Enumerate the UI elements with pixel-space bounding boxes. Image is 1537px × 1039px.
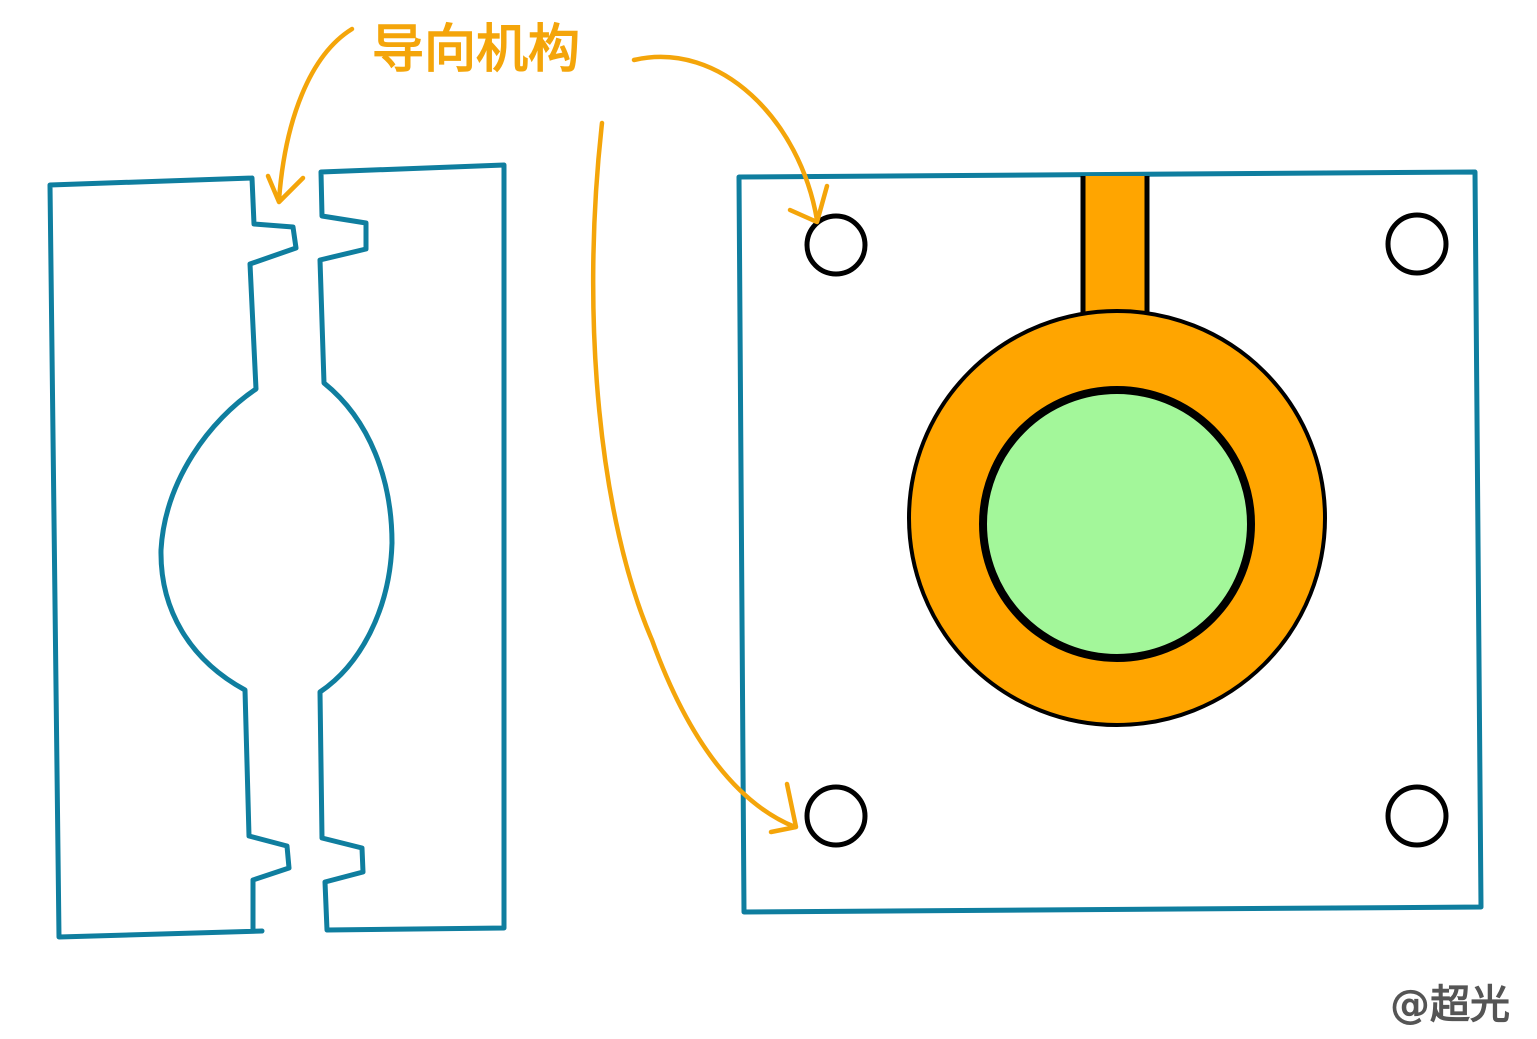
arrow-to-side-view-head bbox=[265, 173, 306, 205]
mold-top-view bbox=[736, 169, 1484, 915]
sprue-channel bbox=[1083, 176, 1147, 330]
arrow-to-bottom-left-hole bbox=[590, 120, 798, 830]
left-mold-half bbox=[47, 175, 299, 940]
annotation-arrows bbox=[265, 26, 830, 835]
cavity-core bbox=[979, 386, 1255, 662]
right-mold-half bbox=[317, 162, 507, 933]
sprue-channel-edges bbox=[1080, 176, 1150, 318]
arrow-to-bottom-left-hole-head bbox=[768, 781, 799, 835]
arrow-to-side-view bbox=[276, 26, 355, 203]
arrow-to-top-left-hole bbox=[631, 54, 820, 223]
guide-mechanism-label: 导向机构 bbox=[372, 20, 580, 80]
mold-side-view bbox=[47, 162, 507, 940]
guide-hole-bottom-left bbox=[804, 784, 868, 848]
guide-hole-bottom-right bbox=[1385, 784, 1449, 848]
guide-hole-top-right bbox=[1385, 212, 1449, 276]
mold-plate-outline bbox=[736, 169, 1484, 915]
guide-hole-top-left bbox=[804, 213, 868, 277]
arrow-to-top-left-hole-head bbox=[787, 183, 830, 225]
author-watermark: @超光 bbox=[1390, 982, 1510, 1028]
